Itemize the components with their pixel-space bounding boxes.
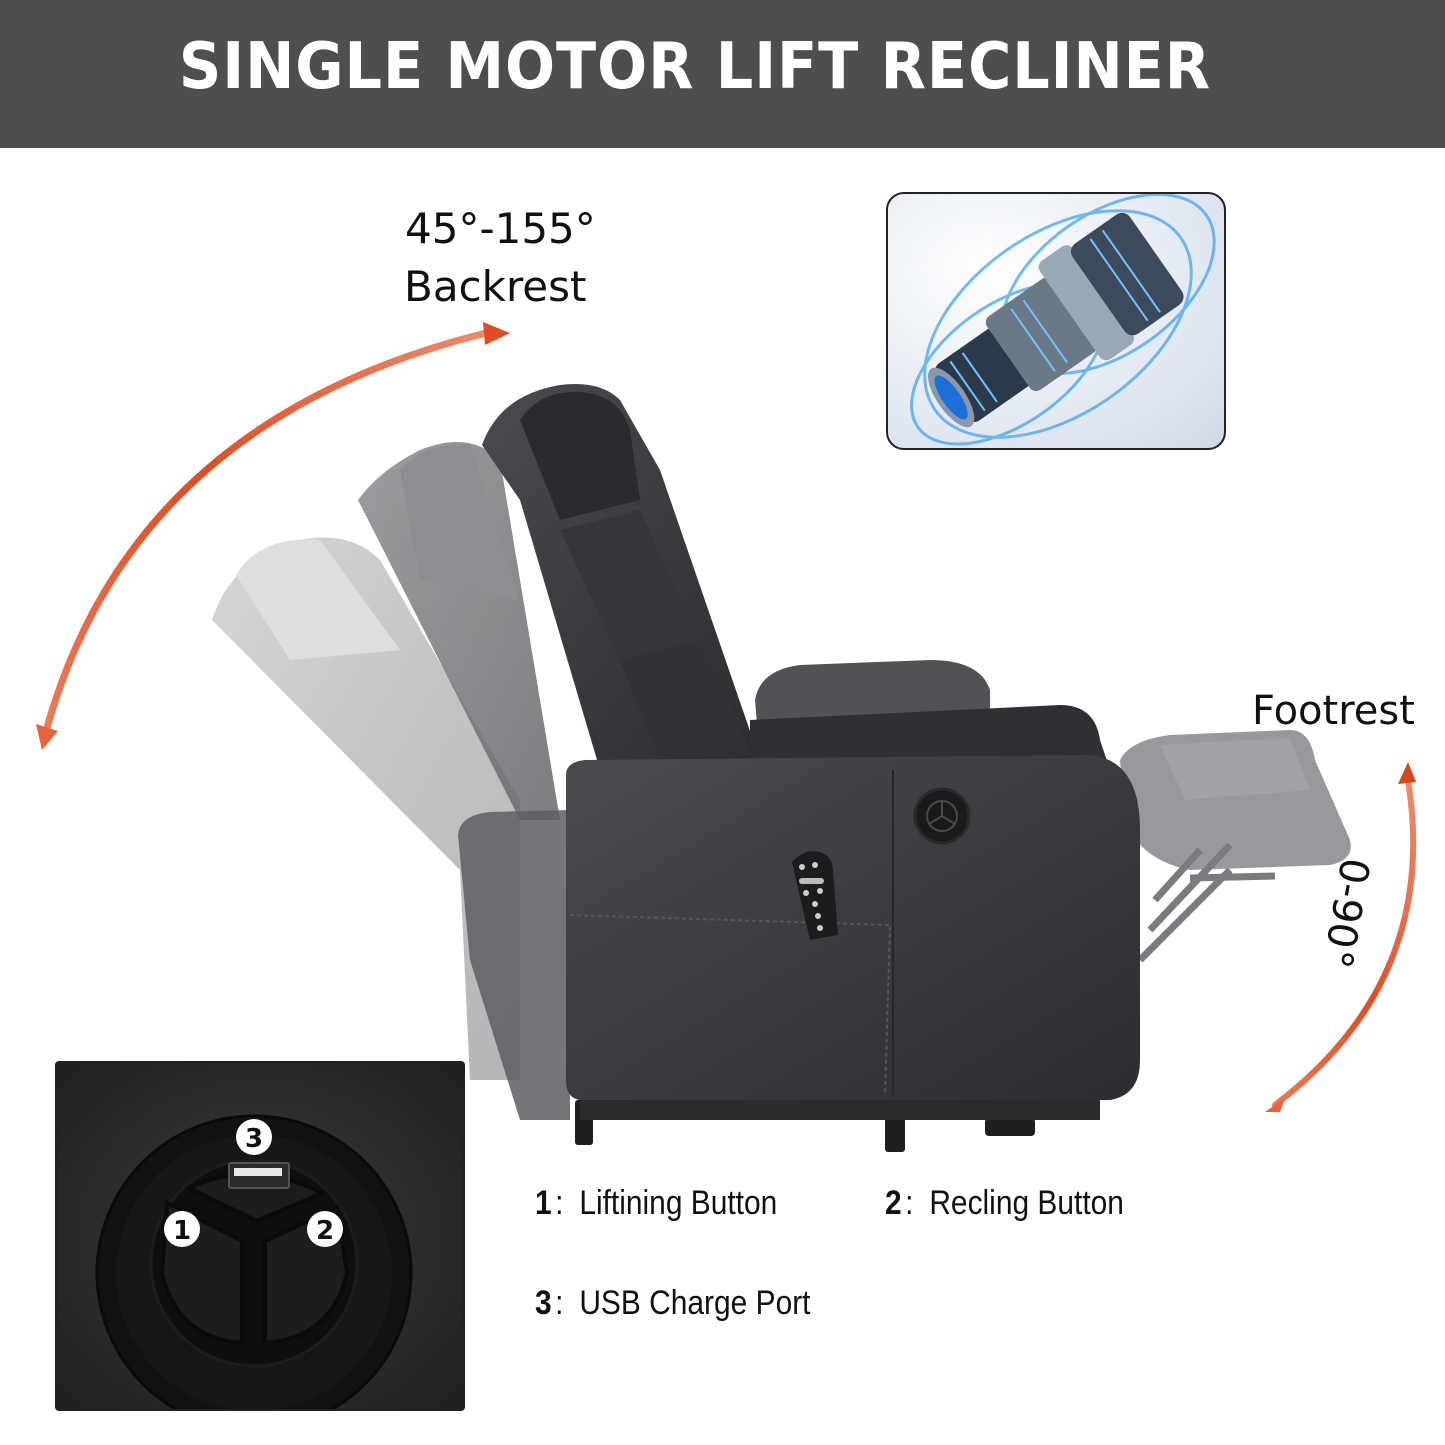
svg-text:2: 2	[316, 1216, 334, 1246]
svg-text:1: 1	[173, 1216, 191, 1246]
ghost-backrest-low	[212, 537, 520, 1080]
backrest-arc-arrow-icon	[36, 322, 510, 750]
legend-number: 2	[885, 1184, 902, 1222]
callout-badge-3: 3	[236, 1119, 272, 1155]
chair-side-panel	[566, 755, 1140, 1100]
footrest-mechanism	[1137, 842, 1276, 963]
legend-label: USB Charge Port	[579, 1284, 811, 1322]
legend-number: 3	[535, 1284, 552, 1322]
legend-label: Liftining Button	[579, 1184, 778, 1222]
remote-control-icon	[792, 851, 838, 940]
legend-item-lift: 1:Liftining Button	[535, 1184, 778, 1222]
header-banner: SINGLE MOTOR LIFT RECLINER	[0, 0, 1445, 148]
usb-port-icon	[228, 1162, 290, 1189]
side-control-button	[913, 787, 971, 845]
callout-badge-1: 1	[164, 1211, 200, 1247]
chair-base	[575, 1100, 1100, 1152]
footrest-arc-arrow-icon	[1265, 762, 1417, 1112]
page-title: SINGLE MOTOR LIFT RECLINER	[178, 30, 1212, 104]
legend-item-usb: 3:USB Charge Port	[535, 1284, 811, 1322]
legend-label: Recling Button	[929, 1184, 1124, 1222]
footrest-label: Footrest	[1252, 688, 1415, 734]
chair-backrest	[482, 384, 760, 770]
legend-number: 1	[535, 1184, 552, 1222]
legend-item-recline: 2:Recling Button	[885, 1184, 1124, 1222]
motor-inset	[886, 192, 1226, 450]
backrest-angle-range: 45°-155°	[405, 204, 596, 253]
control-panel-inset: 3 1 2	[55, 1061, 465, 1411]
motor-icon	[910, 194, 1216, 446]
svg-text:3: 3	[245, 1124, 263, 1154]
ghost-backrest-mid	[358, 442, 560, 820]
chair-footrest	[1120, 730, 1351, 963]
backrest-label: Backrest	[404, 262, 587, 311]
callout-badge-2: 2	[307, 1211, 343, 1247]
ghost-side-panel	[458, 810, 570, 1120]
